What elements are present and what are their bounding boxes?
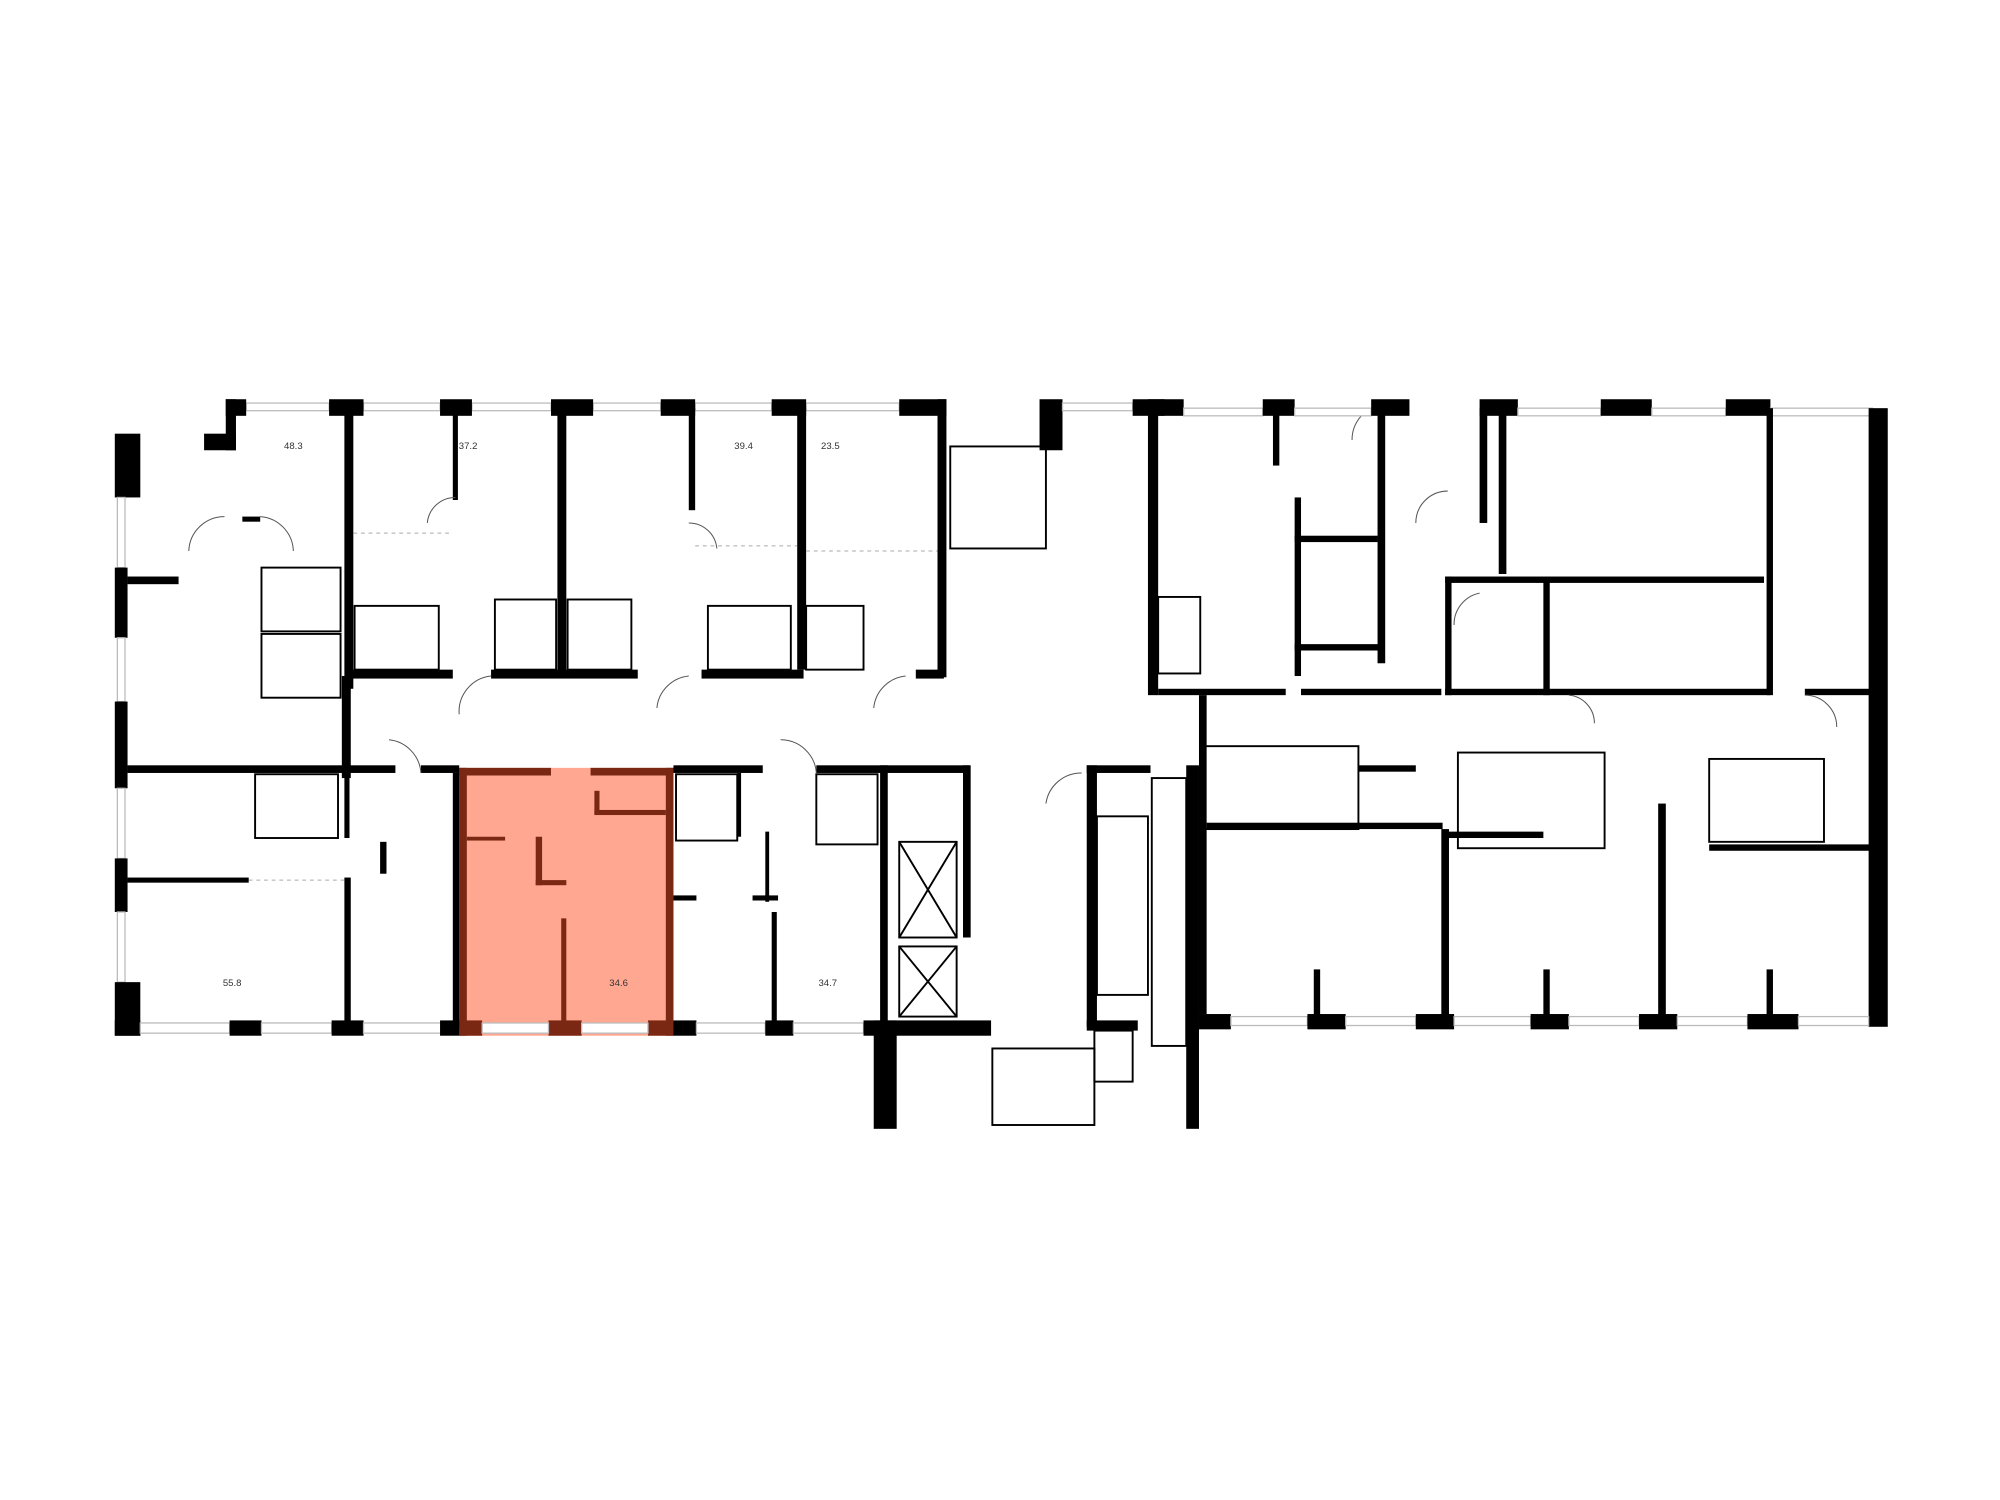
highlighted-apartment-34-6[interactable] xyxy=(459,767,674,1036)
left-building-walls xyxy=(114,399,992,1129)
apartment-area-label[interactable]: 34.7 xyxy=(819,978,838,989)
highlighted-apartment-area-label[interactable]: 34.6 xyxy=(609,978,628,989)
apartment-area-label[interactable]: 23.5 xyxy=(821,441,840,452)
apartment-area-labels: 48.3 37.2 39.4 23.5 55.8 34.6 34.7 xyxy=(223,441,840,989)
apartment-area-label[interactable]: 55.8 xyxy=(223,978,242,989)
apartment-area-label[interactable]: 48.3 xyxy=(284,441,303,452)
right-building-walls xyxy=(1147,399,1888,1030)
apartment-area-label[interactable]: 39.4 xyxy=(734,441,753,452)
apartment-area-label[interactable]: 37.2 xyxy=(459,441,478,452)
central-core xyxy=(949,399,1384,1129)
